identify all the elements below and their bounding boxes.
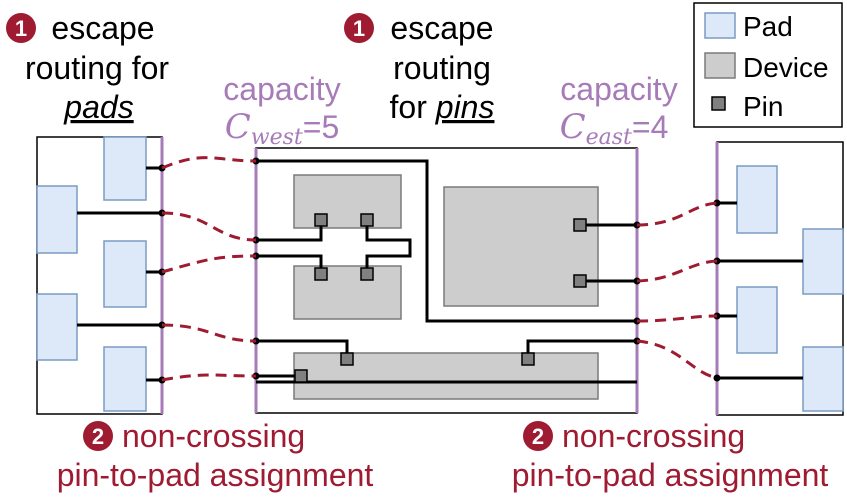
capacity-east-label: capacity Ceast=4 — [560, 71, 678, 150]
step1-pins-line1: escape — [390, 10, 493, 46]
right-pad-board — [713, 141, 844, 416]
left-pad-wires — [77, 166, 162, 382]
left-pad-board — [36, 136, 166, 415]
left-pad-4 — [36, 293, 78, 361]
capacity-east-title: capacity — [560, 71, 677, 107]
step1-pins-line3-em: pins — [435, 89, 495, 125]
capacity-east-value: =4 — [632, 109, 668, 145]
left-pad-5 — [103, 346, 147, 412]
step1-pads-line3: pads — [63, 89, 133, 125]
pin — [573, 218, 587, 232]
step2-right-line1: non-crossing — [562, 418, 745, 454]
center-device-board — [252, 147, 641, 414]
device-swatch — [704, 52, 736, 79]
capacity-west-subscript: west — [251, 125, 303, 150]
step1-pins-line3: for pins — [390, 89, 495, 125]
step1-badge-number: 1 — [353, 16, 365, 41]
legend-label-device: Device — [743, 52, 829, 83]
pin — [314, 213, 328, 227]
assignment-curve — [161, 211, 257, 242]
step1-badge — [6, 13, 36, 43]
assignment-curve — [636, 259, 718, 283]
left-pad-2 — [36, 185, 78, 254]
device-top-left — [293, 174, 402, 229]
assignment-curve — [636, 339, 718, 380]
pin — [573, 274, 587, 288]
device-bottom — [293, 352, 599, 400]
right-pad-4 — [802, 346, 844, 412]
assignment-curve — [161, 373, 257, 382]
step2-badge-number: 2 — [532, 424, 544, 449]
step1-pins-label: 1 escape routing for pins — [344, 10, 494, 125]
assignment-curve — [161, 254, 257, 274]
assignment-curve — [636, 201, 718, 227]
step2-badge — [83, 421, 113, 451]
legend-label-pad: Pad — [743, 11, 793, 42]
legend: Pad Device Pin — [693, 2, 843, 128]
pin — [314, 267, 328, 281]
step2-left-line1: non-crossing — [122, 418, 305, 454]
device-right — [443, 186, 599, 307]
capacity-east-formula: Ceast=4 — [560, 107, 669, 150]
step2-right-line2: pin-to-pad assignment — [512, 457, 829, 493]
capacity-west-formula: Cwest=5 — [225, 107, 339, 150]
step2-badge-number: 2 — [92, 424, 104, 449]
right-pad-wires — [717, 201, 803, 380]
internal-routing-wires — [256, 159, 637, 384]
capacity-east-symbol: C — [560, 107, 586, 147]
pad-swatch — [704, 12, 736, 39]
left-pad-3 — [103, 240, 147, 308]
pin — [340, 352, 354, 366]
right-pad-3 — [736, 286, 778, 354]
pin — [360, 267, 374, 281]
assignment-curve — [636, 314, 718, 323]
capacity-west-label: capacity Cwest=5 — [223, 71, 340, 150]
terminal-dot — [713, 374, 721, 382]
legend-label-pin: Pin — [743, 91, 783, 122]
step1-pins-line3-prefix: for — [390, 89, 436, 125]
step2-right-label: 2 non-crossing pin-to-pad assignment — [512, 418, 829, 493]
assignment-curve — [161, 156, 257, 170]
step1-pads-label: 1 escape routing for pads — [6, 10, 169, 125]
step2-left-line2: pin-to-pad assignment — [57, 457, 374, 493]
pin — [294, 369, 308, 383]
step1-pads-line1: escape — [51, 10, 154, 46]
pin — [360, 213, 374, 227]
right-pad-2 — [802, 228, 844, 295]
capacity-east-subscript: east — [586, 125, 632, 150]
step2-badge — [523, 421, 553, 451]
terminal-dot — [713, 199, 721, 207]
pin — [521, 352, 535, 366]
device-mid-left — [293, 265, 402, 320]
step1-badge-number: 1 — [15, 16, 27, 41]
capacity-west-title: capacity — [223, 71, 340, 107]
left-pad-1 — [103, 136, 147, 201]
step1-pins-line2: routing — [393, 50, 491, 86]
right-pad-1 — [736, 165, 778, 234]
pin-to-pad-assignments — [161, 156, 718, 382]
capacity-west-value: =5 — [303, 109, 339, 145]
step1-badge — [344, 13, 374, 43]
pin-swatch — [711, 96, 726, 111]
assignment-curve — [161, 323, 257, 343]
step1-pads-line2: routing for — [25, 50, 169, 86]
capacity-west-symbol: C — [225, 107, 251, 147]
step2-left-label: 2 non-crossing pin-to-pad assignment — [57, 418, 374, 493]
